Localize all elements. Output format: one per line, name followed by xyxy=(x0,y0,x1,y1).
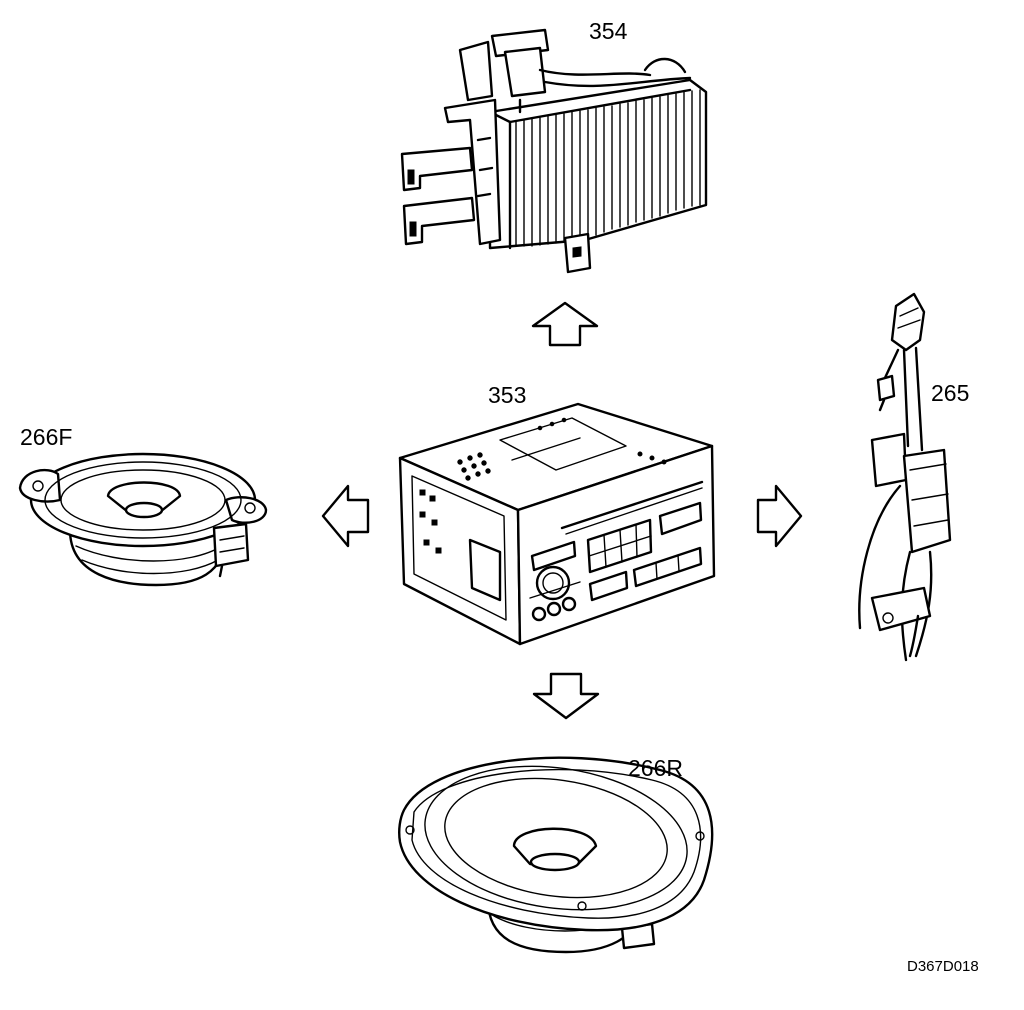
antenna-illustration xyxy=(858,292,952,662)
label-265: 265 xyxy=(931,380,970,406)
arrow-down-icon xyxy=(532,672,600,720)
front-speaker-illustration xyxy=(18,452,268,587)
amplifier-illustration xyxy=(400,28,708,274)
figure-code: D367D018 xyxy=(907,958,979,975)
label-266F: 266F xyxy=(20,424,73,450)
label-266R: 266R xyxy=(628,755,683,781)
rear-speaker-illustration xyxy=(398,756,714,954)
arrow-up-icon xyxy=(531,301,599,347)
radio-unit-illustration xyxy=(398,402,716,646)
arrow-right-icon xyxy=(756,484,803,548)
label-353: 353 xyxy=(488,382,527,408)
label-354: 354 xyxy=(589,18,628,44)
arrow-left-icon xyxy=(321,484,370,548)
